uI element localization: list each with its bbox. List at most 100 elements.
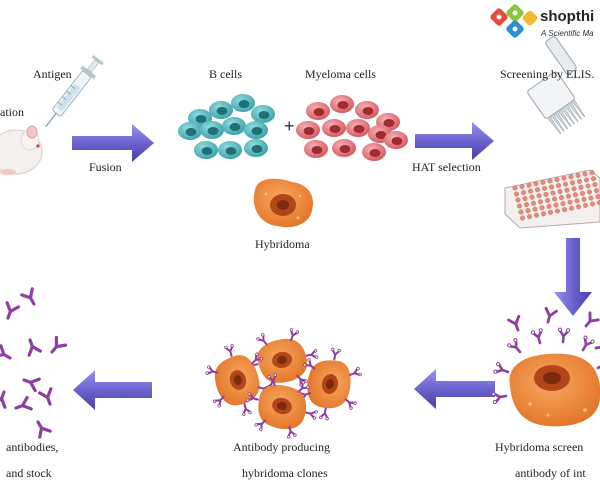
- b-cell: [231, 94, 255, 112]
- antibody: [490, 389, 509, 406]
- myeloma-cell: [384, 131, 408, 149]
- plate-well: [526, 182, 532, 188]
- antibody: [0, 344, 15, 365]
- myeloma-cell: [322, 119, 346, 137]
- plate-well: [533, 181, 539, 187]
- hybridoma-clone: [244, 327, 320, 393]
- plate-well: [528, 188, 534, 194]
- plate-well: [569, 205, 575, 211]
- plate-well: [552, 196, 558, 202]
- plate-well: [583, 202, 589, 208]
- plate-well: [519, 184, 525, 190]
- plate-well: [570, 180, 576, 186]
- plate-well: [545, 197, 551, 203]
- b-cell: [200, 121, 224, 139]
- antibody: [37, 387, 58, 408]
- plate-well: [540, 179, 546, 185]
- hybridoma-clones: [204, 327, 363, 440]
- screening-hybridoma-cell: [509, 353, 600, 427]
- plate-well: [538, 199, 544, 205]
- myeloma-cell: [332, 139, 356, 157]
- multichannel-pipette: [527, 36, 586, 135]
- clone-selection-arrow: [414, 369, 495, 409]
- plate-well: [549, 184, 555, 190]
- hybridoma-clone: [297, 346, 363, 422]
- plate-well: [543, 191, 549, 197]
- antibody: [31, 417, 52, 439]
- plate-well: [585, 183, 591, 189]
- plate-well: [517, 203, 523, 209]
- plate-well: [522, 196, 528, 202]
- plate-well: [518, 209, 524, 215]
- myeloma-cell: [355, 101, 379, 119]
- mouse-illustration: [0, 125, 43, 175]
- b-cell: [244, 121, 268, 139]
- myeloma-cell: [304, 140, 328, 158]
- plate-well: [567, 199, 573, 205]
- antibodies-label-line1: antibodies,: [6, 440, 59, 454]
- brand-tagline: A Scientific Ma: [541, 29, 594, 38]
- plate-well: [575, 172, 581, 178]
- plate-well: [563, 181, 569, 187]
- plate-well: [559, 195, 565, 201]
- plate-well: [561, 175, 567, 181]
- plate-well: [553, 202, 559, 208]
- plate-well: [527, 214, 533, 220]
- antibody: [576, 334, 596, 355]
- antibody: [239, 401, 253, 417]
- b-cell: [251, 105, 275, 123]
- purified-antibodies: [0, 287, 68, 439]
- plate-well: [514, 191, 520, 197]
- hybridoma-label: Hybridoma: [255, 237, 310, 251]
- hybridoma-clone: [245, 372, 319, 440]
- plate-well: [536, 193, 542, 199]
- plate-well: [525, 208, 531, 214]
- b-cell: [222, 117, 246, 135]
- plate-well: [524, 202, 530, 208]
- brand-name: shopthi: [540, 8, 595, 25]
- plate-well: [554, 177, 560, 183]
- plate-well: [571, 186, 577, 192]
- antibody: [593, 339, 600, 355]
- antibody: [529, 327, 547, 346]
- plate-well: [532, 206, 538, 212]
- plate-well: [574, 198, 580, 204]
- screening-label: Screening by ELIS.: [500, 67, 595, 81]
- plate-well: [512, 185, 518, 191]
- myeloma-cells-label: Myeloma cells: [305, 67, 376, 81]
- antibody-of-interest-label: antibody of int: [515, 466, 586, 480]
- antibody: [347, 365, 363, 381]
- screening-down-arrow: [554, 238, 592, 316]
- plate-well: [590, 201, 596, 207]
- b-cell: [218, 141, 242, 159]
- hybridoma-screen-label: Hybridoma screen: [495, 440, 584, 454]
- plate-well: [515, 197, 521, 203]
- antibody: [20, 287, 41, 309]
- plate-well: [535, 187, 541, 193]
- immunization-label: ation: [0, 105, 24, 119]
- myeloma-cell: [330, 95, 354, 113]
- plate-well: [542, 185, 548, 191]
- plate-well: [580, 190, 586, 196]
- myeloma-cell: [306, 102, 330, 120]
- plate-well: [594, 188, 600, 194]
- plate-well: [534, 212, 540, 218]
- clones-label-line1: Antibody producing: [233, 440, 330, 454]
- plate-well: [591, 176, 597, 182]
- plate-well: [531, 200, 537, 206]
- plate-well: [573, 192, 579, 198]
- b-cells-label: B cells: [209, 67, 242, 81]
- plate-well: [587, 189, 593, 195]
- hybridoma-cell: [253, 178, 314, 228]
- antibody: [492, 360, 512, 379]
- antibody: [318, 406, 332, 422]
- clones-label-line2: hybridoma clones: [242, 466, 328, 480]
- antibody: [20, 372, 41, 393]
- antibody: [223, 343, 237, 359]
- hat-selection-label: HAT selection: [412, 160, 481, 174]
- syringe-illustration: [45, 54, 104, 128]
- plate-well: [546, 203, 552, 209]
- b-cell: [194, 141, 218, 159]
- antibody: [541, 306, 558, 325]
